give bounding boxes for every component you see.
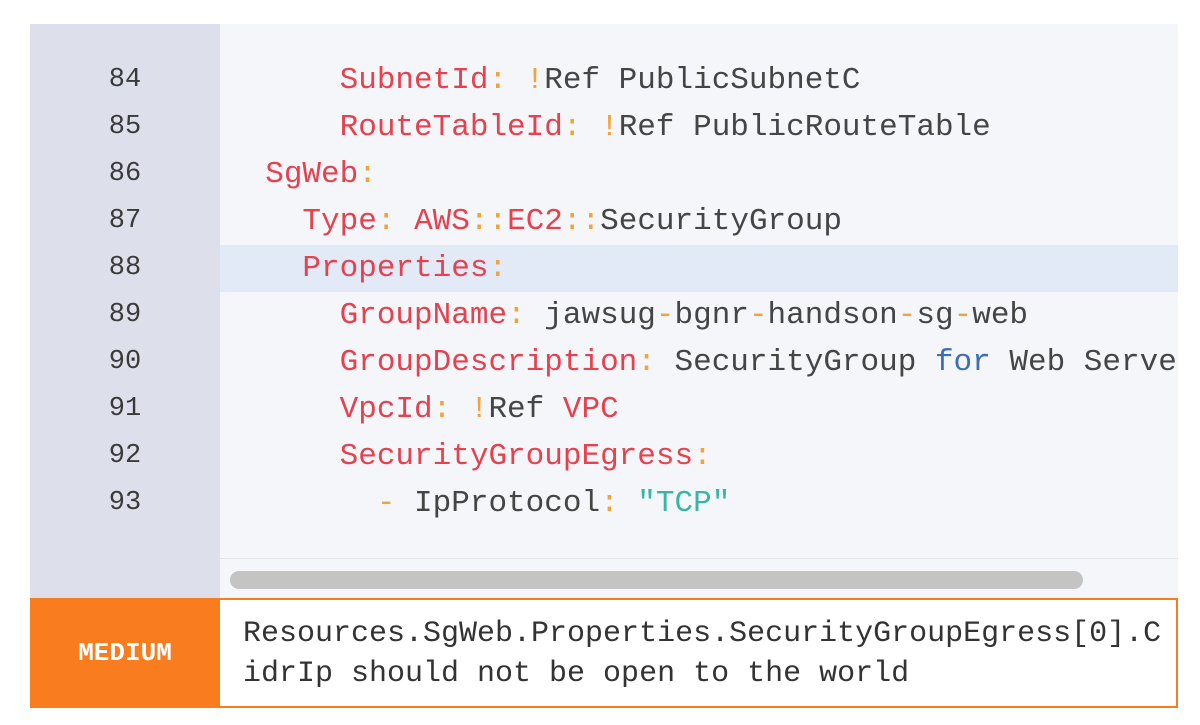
code-token: -: [655, 298, 675, 333]
line-number: 86: [108, 159, 142, 189]
code-token: SecurityGroup: [600, 204, 842, 239]
code-token: Ref PublicRouteTable: [618, 110, 991, 145]
line-number-gutter: 84 85 86 87 88 89 90 91 92 93: [30, 24, 220, 598]
code-token: EC2: [507, 204, 563, 239]
code-token: -: [748, 298, 768, 333]
code-token: SecurityGroupEgress: [339, 439, 694, 474]
finding-message: Resources.SgWeb.Properties.SecurityGroup…: [220, 600, 1176, 706]
code-token: :: [507, 298, 545, 333]
code-token: :: [358, 157, 377, 192]
code-token: for: [934, 345, 991, 380]
scrollbar-thumb[interactable]: [230, 571, 1083, 589]
code-line: Type: AWS::EC2::SecurityGroup: [220, 198, 1178, 245]
code-token: [228, 345, 340, 380]
line-number: 93: [108, 488, 142, 518]
code-token: [228, 392, 340, 427]
line-number: 87: [108, 206, 142, 236]
code-line: Properties:: [220, 245, 1178, 292]
code-token: [228, 204, 302, 239]
code-token: :: [637, 345, 675, 380]
code-line: RouteTableId: !Ref PublicRouteTable: [220, 104, 1178, 151]
line-number: 90: [108, 347, 142, 377]
code-token: :: [488, 251, 508, 286]
code-token: : !: [432, 392, 489, 427]
code-line: VpcId: !Ref VPC: [220, 386, 1178, 433]
code-token: VPC: [562, 392, 619, 427]
code-line: GroupDescription: SecurityGroup for Web …: [220, 339, 1178, 386]
code-token: Properties: [302, 251, 489, 286]
code-line: GroupName: jawsug-bgnr-handson-sg-web: [220, 292, 1178, 339]
code-token: [228, 298, 340, 333]
code-token: RouteTableId: [339, 110, 563, 145]
code-token: [228, 251, 302, 286]
code-token: :: [600, 486, 638, 521]
code-token: VpcId: [339, 392, 433, 427]
line-number: 85: [108, 112, 142, 142]
code-token: ::: [562, 204, 601, 239]
code-token: sg: [916, 298, 954, 333]
severity-badge: MEDIUM: [78, 638, 172, 668]
code-token: -: [953, 298, 973, 333]
code-token: "TCP": [637, 486, 731, 521]
code-token: [228, 486, 377, 521]
code-token: ::: [469, 204, 508, 239]
line-number: 92: [108, 441, 142, 471]
code-token: -: [376, 486, 415, 521]
code-line: SecurityGroupEgress:: [220, 433, 1178, 480]
code-token: handson: [767, 298, 898, 333]
code-token: jawsug: [544, 298, 656, 333]
code-token: Type: [302, 204, 377, 239]
code-token: IpProtocol: [414, 486, 601, 521]
code-token: GroupName: [339, 298, 508, 333]
code-token: bgnr: [674, 298, 749, 333]
horizontal-scrollbar[interactable]: [220, 558, 1178, 598]
code-token: Ref: [488, 392, 563, 427]
line-number: 88: [108, 253, 142, 283]
code-token: SgWeb: [265, 157, 359, 192]
code-line: SubnetId: !Ref PublicSubnetC: [220, 57, 1178, 104]
code-token: [228, 110, 340, 145]
code-view: SubnetId: !Ref PublicSubnetC RouteTableI…: [220, 24, 1178, 558]
code-line: SgWeb:: [220, 151, 1178, 198]
code-token: Web Server: [990, 345, 1178, 380]
finding-alert: MEDIUM Resources.SgWeb.Properties.Securi…: [30, 598, 1178, 708]
line-number: 91: [108, 394, 142, 424]
code-token: AWS: [414, 204, 470, 239]
code-token: : !: [488, 63, 545, 98]
code-token: -: [897, 298, 917, 333]
code-token: :: [376, 204, 415, 239]
code-token: :: [693, 439, 712, 474]
code-token: Ref PublicSubnetC: [544, 63, 861, 98]
code-token: [228, 157, 265, 192]
code-token: GroupDescription: [339, 345, 638, 380]
code-token: [228, 439, 340, 474]
code-token: web: [972, 298, 1029, 333]
code-token: SecurityGroup: [674, 345, 935, 380]
code-token: SubnetId: [339, 63, 489, 98]
code-token: : !: [562, 110, 619, 145]
line-number: 84: [108, 65, 142, 95]
code-token: [228, 63, 340, 98]
code-line: - IpProtocol: "TCP": [220, 480, 1178, 527]
line-number: 89: [108, 300, 142, 330]
